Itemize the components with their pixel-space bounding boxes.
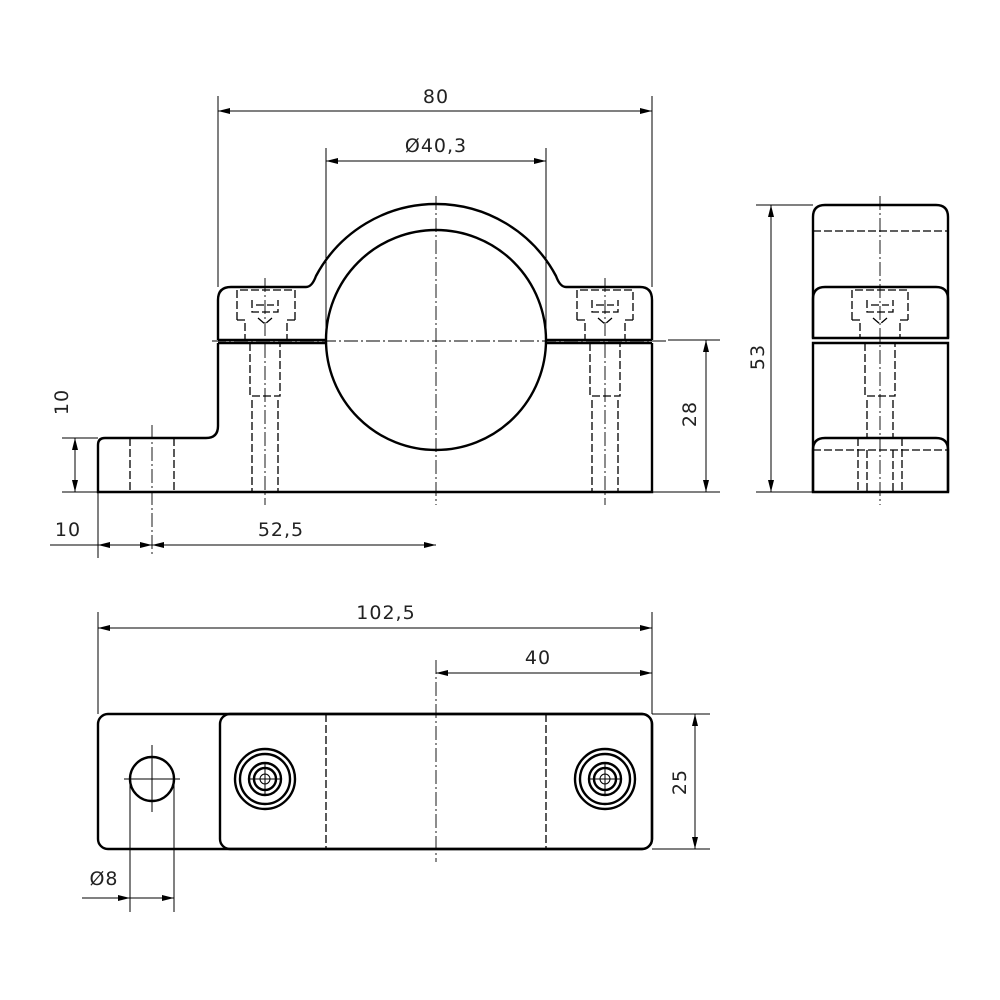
dimension-overall-length: 102,5: [97, 602, 653, 714]
dimension-label: 40: [525, 647, 551, 669]
top-view: 102,5 40 25 Ø8: [82, 602, 710, 912]
dimension-label: Ø8: [89, 868, 118, 890]
dimension-label: 80: [423, 86, 449, 108]
side-screw-hidden: [851, 289, 909, 492]
screw-head-right: [573, 747, 637, 811]
dimension-foot-hole-offset: 10: [50, 492, 152, 558]
base-outline: [96, 343, 654, 494]
dimension-label: 10: [51, 389, 73, 415]
dimension-depth: 25: [652, 713, 710, 850]
side-view: 53: [747, 196, 950, 505]
screw-hidden-right: [576, 278, 634, 505]
dimension-label: 10: [55, 519, 81, 541]
dimension-label: 53: [747, 344, 769, 370]
dimension-label: 25: [669, 769, 691, 795]
side-foot-outline: [811, 436, 950, 492]
dimension-axis-height: 28: [652, 339, 720, 493]
side-cap-lower: [811, 285, 950, 338]
side-cap-outline: [811, 203, 950, 340]
base-plan-outline: [96, 712, 654, 851]
dimension-label: Ø40,3: [405, 135, 467, 157]
clamp-cap-outline: [216, 202, 654, 340]
dimension-foot-height: 10: [51, 389, 98, 493]
dimension-hole-diameter: Ø8: [82, 779, 175, 912]
dimension-axis-to-end: 40: [436, 647, 652, 676]
front-view: 80 Ø40,3 28 10 10 52,5: [50, 86, 720, 558]
foot-hole: [124, 745, 180, 812]
dimension-label: 102,5: [356, 602, 415, 624]
dimension-bore-diameter: Ø40,3: [325, 135, 547, 338]
dimension-overall-width: 80: [217, 86, 653, 287]
foot-hole-hidden: [129, 425, 175, 555]
side-base-outline: [811, 341, 950, 494]
screw-hidden-left: [236, 278, 296, 505]
dimension-label: 52,5: [258, 519, 304, 541]
dimension-hole-to-axis: 52,5: [152, 519, 436, 548]
dimension-overall-height: 53: [747, 204, 813, 493]
dimension-label: 28: [679, 401, 701, 427]
screw-head-left: [233, 747, 297, 811]
